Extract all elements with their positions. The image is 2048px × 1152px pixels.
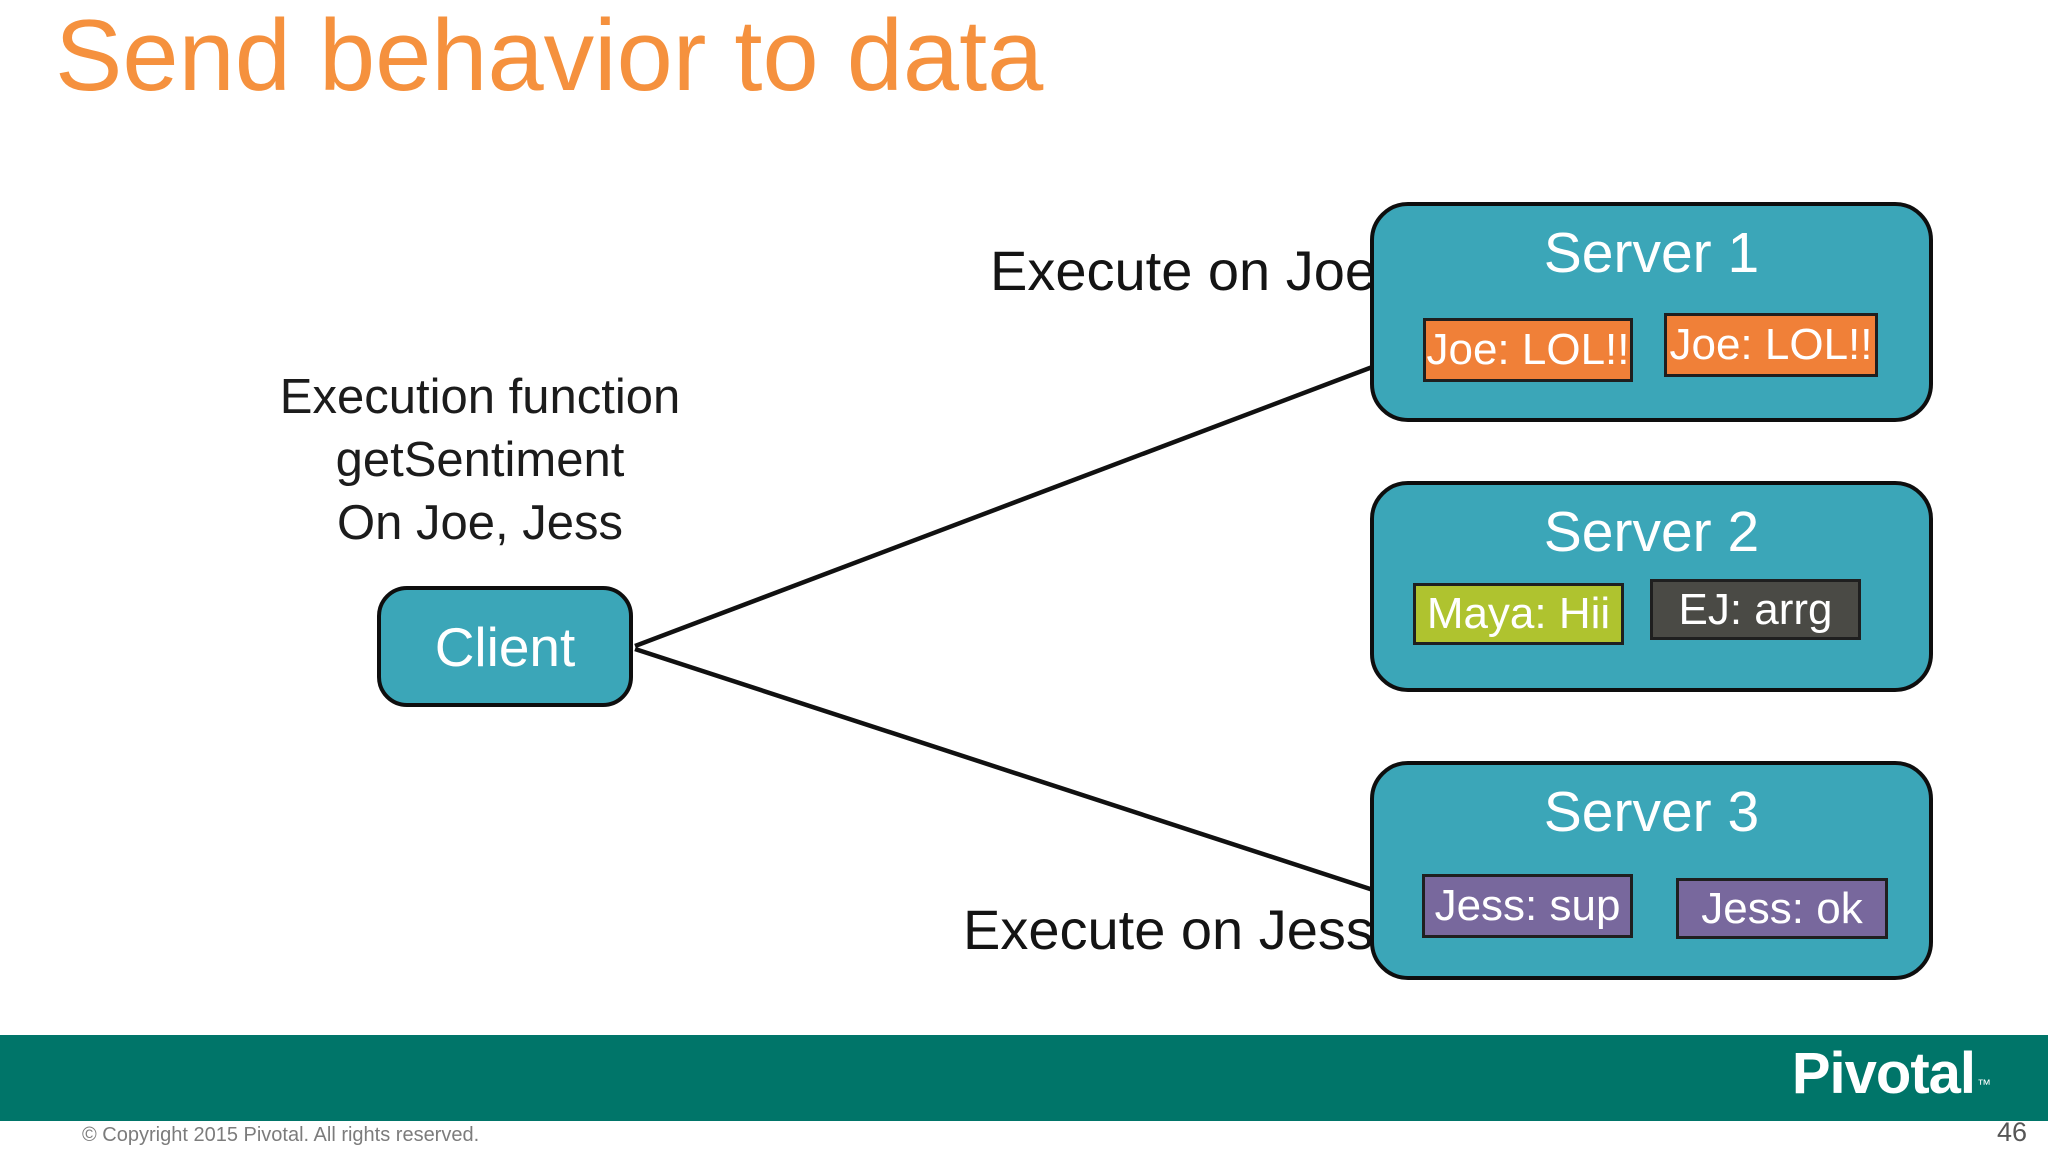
data-item-label: Joe: LOL!! — [1669, 320, 1873, 369]
data-item-ej-arrg: EJ: arrg — [1650, 579, 1861, 640]
arrow-client-to-server3 — [634, 646, 1413, 905]
data-item-joe-lol-2: Joe: LOL!! — [1664, 313, 1878, 377]
client-label: Client — [434, 615, 576, 678]
data-item-label: Jess: ok — [1701, 883, 1863, 933]
data-item-jess-ok: Jess: ok — [1676, 878, 1888, 939]
client-node: Client — [377, 586, 633, 707]
data-item-label: EJ: arrg — [1678, 584, 1833, 634]
server1-title: Server 1 — [1543, 221, 1760, 285]
trademark-symbol: ™ — [1977, 1076, 1991, 1092]
data-item-label: Jess: sup — [1434, 881, 1621, 930]
slide-title: Send behavior to data — [55, 0, 1044, 112]
data-item-maya-hii: Maya: Hii — [1413, 583, 1624, 645]
edge-label-execute-on-jess: Execute on Jess — [963, 898, 1374, 961]
page-number: 46 — [1996, 1117, 2027, 1147]
execution-note: Execution function getSentiment On Joe, … — [180, 366, 780, 556]
data-item-joe-lol-1: Joe: LOL!! — [1423, 318, 1633, 382]
pivotal-logo-text: Pivotal — [1791, 1041, 1976, 1106]
data-item-label: Joe: LOL!! — [1426, 325, 1630, 374]
server3-node: Server 3 Jess: sup Jess: ok — [1370, 761, 1933, 980]
edge-label-execute-on-joe: Execute on Joe — [990, 239, 1377, 302]
data-item-label: Maya: Hii — [1426, 589, 1611, 638]
footer-bar — [0, 1035, 2048, 1121]
execution-note-line-1: Execution function — [279, 370, 681, 424]
server3-title: Server 3 — [1543, 780, 1760, 844]
server2-title: Server 2 — [1543, 500, 1760, 564]
server1-node: Server 1 Joe: LOL!! Joe: LOL!! — [1370, 202, 1933, 422]
execution-note-line-3: On Joe, Jess — [337, 496, 623, 551]
execution-note-line-2: getSentiment — [335, 433, 625, 488]
data-item-jess-sup: Jess: sup — [1422, 874, 1633, 938]
server2-node: Server 2 Maya: Hii EJ: arrg — [1370, 481, 1933, 692]
copyright-text: © Copyright 2015 Pivotal. All rights res… — [82, 1124, 480, 1146]
